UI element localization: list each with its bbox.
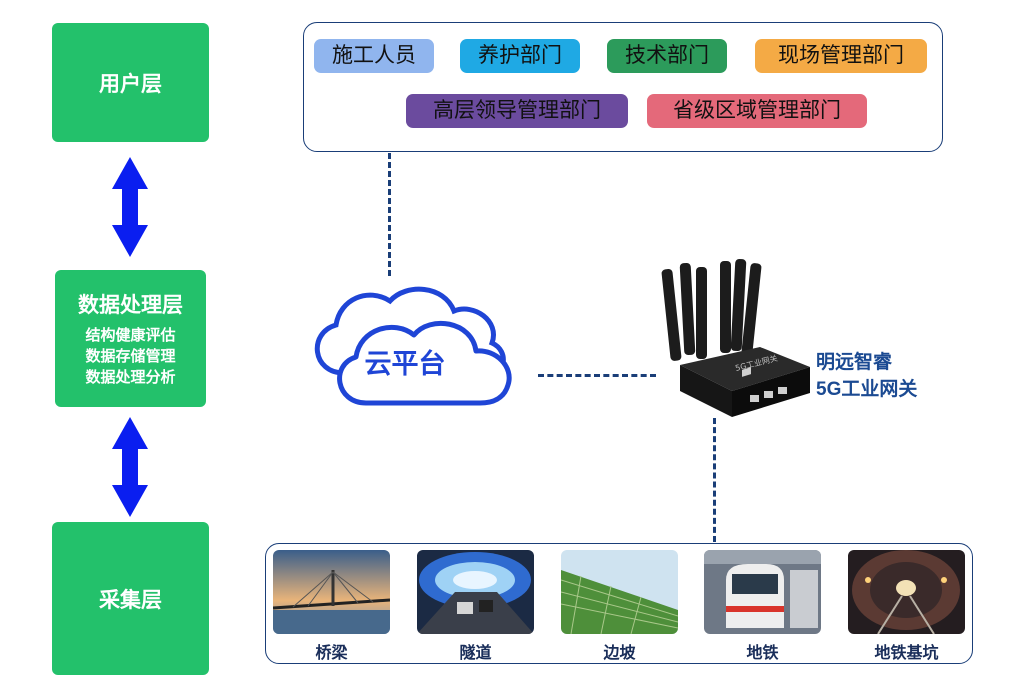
5g-gateway-router-icon: 5G工业网关	[661, 259, 810, 417]
scene-slope: 边坡	[561, 550, 678, 663]
processing-item: 数据处理分析	[85, 369, 176, 386]
gateway-name: 明远智睿 5G工业网关	[816, 349, 917, 403]
user-layer-title: 用户层	[99, 72, 162, 96]
scene-subway-pit: 地铁基坑	[848, 550, 965, 663]
subway-image	[704, 550, 821, 634]
connector-users-cloud	[388, 153, 391, 276]
subway-pit-image	[848, 550, 965, 634]
user-layer-box: 用户层	[52, 23, 209, 142]
user-group-pill: 施工人员	[314, 39, 434, 73]
scene-label: 边坡	[603, 645, 636, 662]
scene-bridge: 桥梁	[273, 550, 390, 663]
double-arrow-icon-upper	[112, 157, 148, 257]
collection-layer-title: 采集层	[99, 588, 162, 612]
gateway-name-line2: 5G工业网关	[816, 379, 918, 400]
user-group-pill: 养护部门	[460, 39, 580, 73]
scene-label: 地铁	[746, 645, 779, 662]
user-group-pill: 省级区域管理部门	[647, 94, 867, 128]
user-group-pill: 现场管理部门	[755, 39, 927, 73]
tunnel-image	[417, 550, 534, 634]
double-arrow-icon-lower	[112, 417, 148, 517]
processing-layer-box: 数据处理层 结构健康评估 数据存储管理 数据处理分析	[55, 270, 206, 407]
connector-cloud-gateway	[538, 374, 656, 377]
scene-label: 地铁基坑	[874, 645, 939, 662]
user-group-pill: 高层领导管理部门	[406, 94, 628, 128]
slope-image	[561, 550, 678, 634]
scene-label: 桥梁	[315, 645, 348, 662]
processing-item: 数据存储管理	[85, 348, 176, 365]
connector-gateway-sensors	[713, 418, 716, 542]
cloud-icon	[314, 286, 512, 406]
user-group-pill: 技术部门	[607, 39, 727, 73]
scene-label: 隧道	[459, 645, 492, 662]
processing-layer-title: 数据处理层	[78, 294, 183, 317]
collection-layer-box: 采集层	[52, 522, 209, 675]
bridge-image	[273, 550, 390, 634]
scene-tunnel: 隧道	[417, 550, 534, 663]
processing-item: 结构健康评估	[85, 327, 176, 344]
scene-subway: 地铁	[704, 550, 821, 663]
gateway-name-line1: 明远智睿	[816, 352, 893, 373]
cloud-platform-label: 云平台	[364, 349, 446, 379]
